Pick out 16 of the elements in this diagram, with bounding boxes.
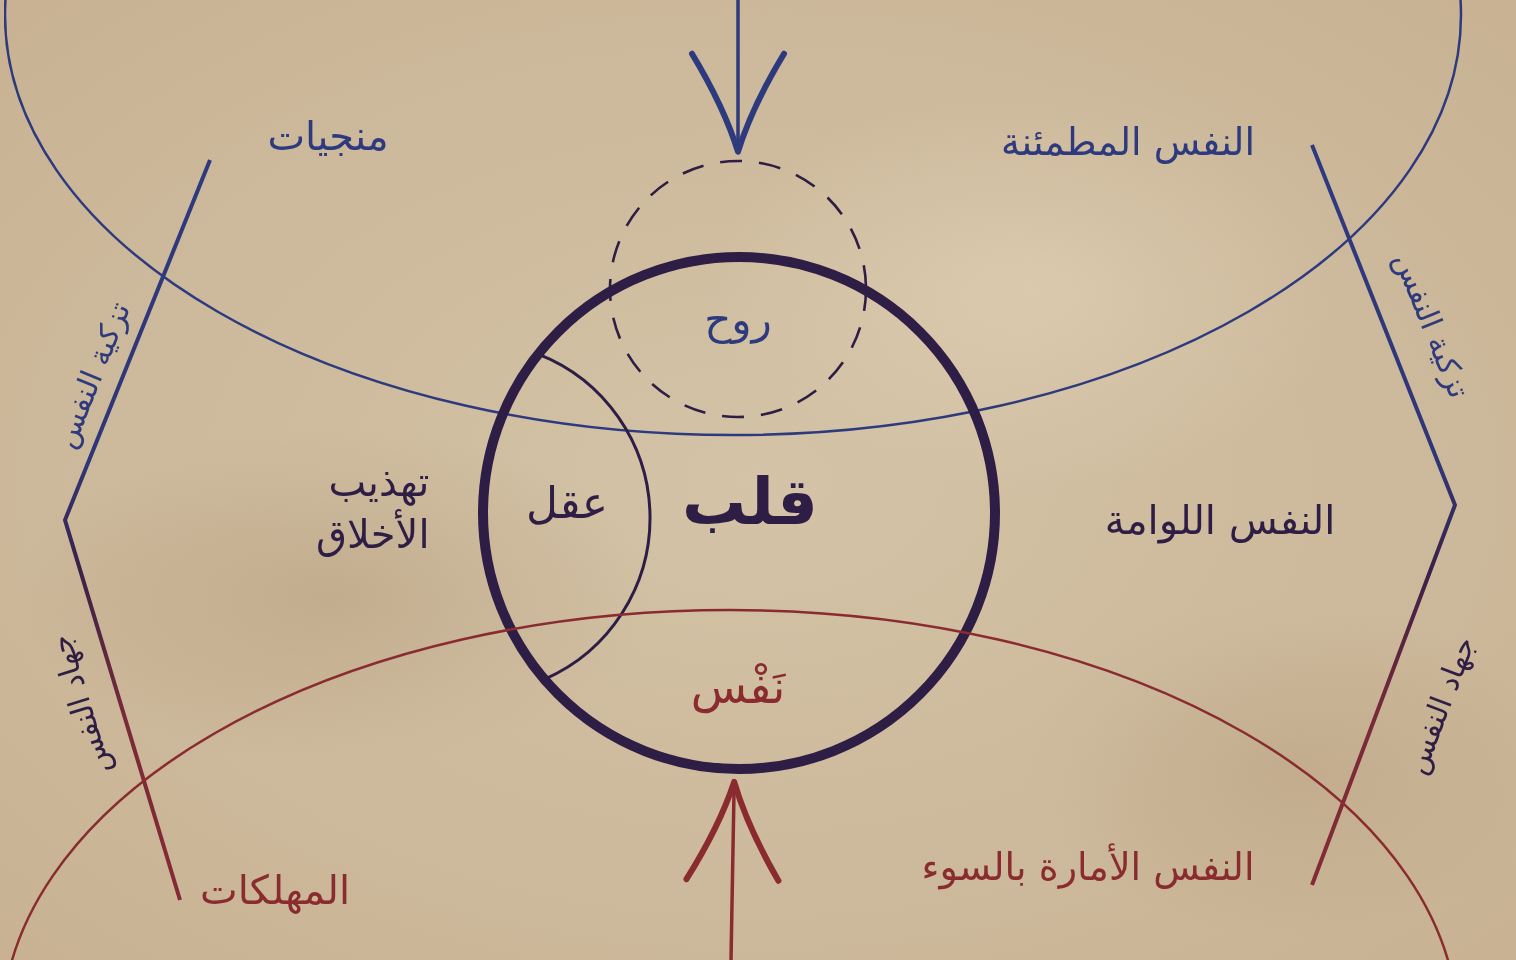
region-label: النفس الأمارة بالسوء — [921, 843, 1255, 892]
region-label: النفس اللوامة — [1104, 496, 1336, 546]
region-label: النفس المطمئنة — [1001, 119, 1255, 167]
dashed-circle — [608, 159, 868, 419]
bracket-label: تزكية النفس — [1385, 246, 1479, 404]
region-label: المهلكات — [200, 866, 350, 916]
bracket-label: تزكية النفس — [45, 296, 139, 454]
circle-label: روح — [704, 293, 772, 346]
region-label: منجيات — [267, 112, 389, 161]
circle-label: نَفْس — [690, 659, 786, 717]
bracket-label: جهاد النفس — [1396, 630, 1484, 780]
circle-label: قلب — [682, 464, 818, 542]
region-label: تهذيب الأخلاق — [314, 458, 430, 559]
circle-label: عقل — [526, 476, 608, 531]
bracket-label: جهاد النفس — [41, 630, 119, 780]
heart-circle — [477, 251, 1001, 775]
